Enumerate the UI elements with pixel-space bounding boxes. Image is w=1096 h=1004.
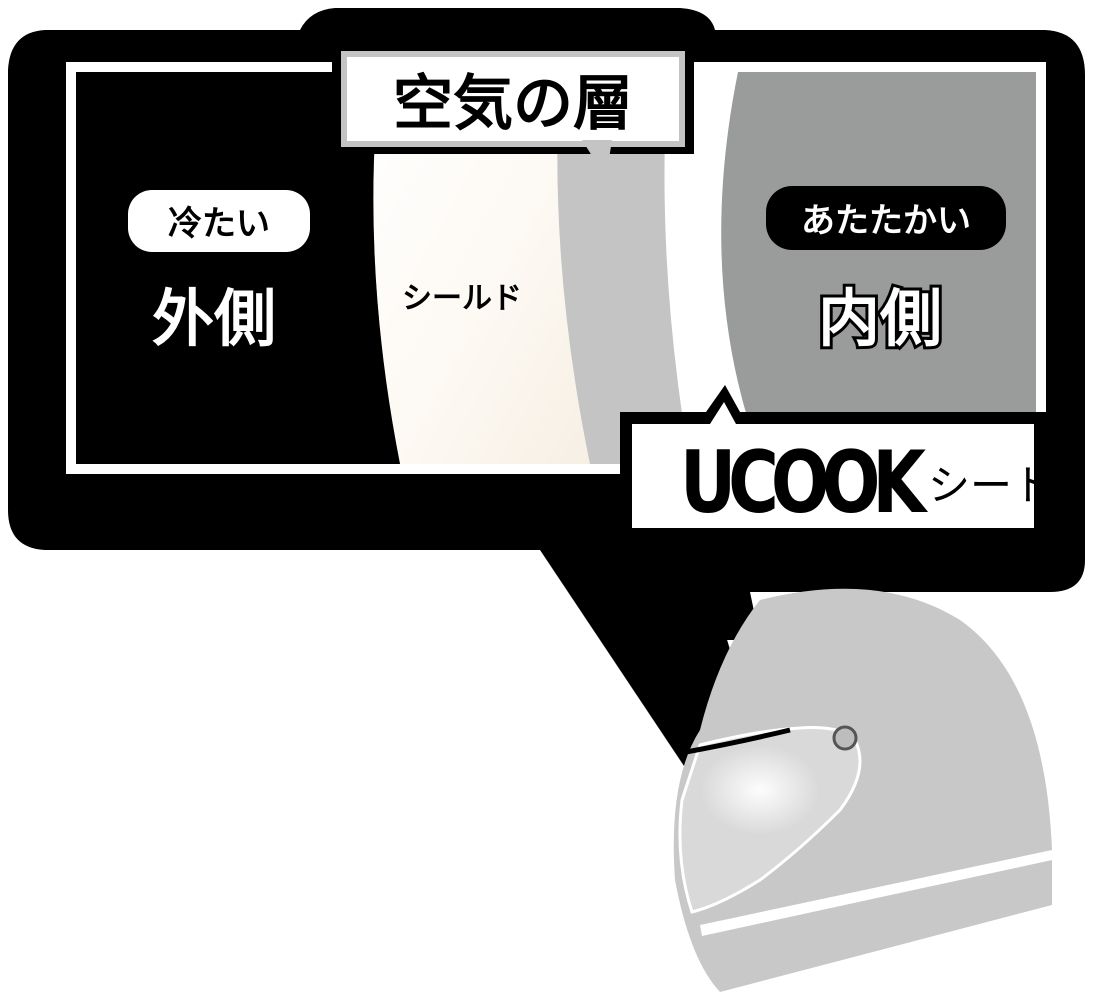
helmet-stripe xyxy=(700,850,1052,936)
inside-tag: あたたかい xyxy=(801,201,971,241)
inside-tag-pill xyxy=(766,186,1006,250)
zone-shield xyxy=(373,72,590,464)
visor-pivot xyxy=(832,725,858,751)
zone-air-gap xyxy=(540,72,690,464)
outside-tag: 冷たい xyxy=(168,204,270,244)
helmet-shell xyxy=(673,588,1052,992)
outside-tag-pill xyxy=(128,190,310,252)
inside-label: 内側 xyxy=(818,282,942,355)
helmet-illustration xyxy=(673,588,1052,992)
outside-label: 外側 xyxy=(152,282,276,355)
visor-edge-line xyxy=(685,727,791,755)
air-layer-callout: 空気の層 xyxy=(332,42,694,178)
shield-label: シールド xyxy=(402,281,522,316)
sheet-suffix: シート xyxy=(928,461,1054,510)
sheet-logo: UCOOK xyxy=(680,433,929,533)
sheet-callout: UCOOK シート xyxy=(620,385,1054,540)
zone-outside xyxy=(76,72,400,464)
air-layer-label: 空気の層 xyxy=(393,69,633,139)
